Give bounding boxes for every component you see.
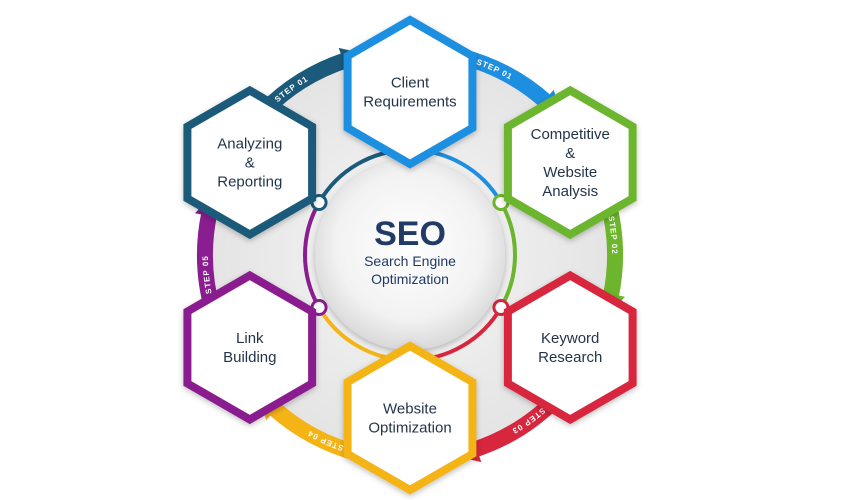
- center-subtitle-line1: Search Engine: [364, 253, 456, 269]
- hexagon-client-requirements: [343, 15, 477, 169]
- node-label-analyzing-reporting: Reporting: [217, 174, 282, 191]
- node-label-competitive-analysis: Competitive: [531, 126, 610, 143]
- process-nodes: ClientRequirementsCompetitive&WebsiteAna…: [183, 15, 637, 495]
- node-label-analyzing-reporting: Analyzing: [217, 136, 282, 153]
- center-title: SEO: [374, 215, 446, 253]
- node-label-link-building: Building: [223, 349, 276, 366]
- node-label-keyword-research: Research: [538, 349, 602, 366]
- hexagon-link-building: [183, 270, 317, 425]
- node-label-competitive-analysis: Website: [543, 164, 597, 181]
- hexagon-competitive-analysis: [503, 85, 637, 240]
- step-label: STEP 02: [606, 215, 619, 255]
- ring-arc-competitive-analysis: [499, 201, 517, 309]
- hexagon-website-optimization: [343, 341, 477, 495]
- node-label-website-optimization: Optimization: [368, 420, 451, 437]
- node-label-competitive-analysis: Analysis: [542, 183, 598, 200]
- hexagon-keyword-research: [503, 270, 637, 425]
- node-label-link-building: Link: [236, 330, 264, 347]
- node-label-competitive-analysis: &: [565, 145, 575, 162]
- ring-arc-link-building: [303, 201, 321, 309]
- node-label-analyzing-reporting: &: [245, 155, 255, 172]
- center-subtitle-line2: Optimization: [371, 271, 449, 287]
- node-label-website-optimization: Website: [383, 401, 437, 418]
- hexagon-analyzing-reporting: [183, 85, 317, 240]
- step-label: STEP 05: [201, 255, 214, 295]
- node-label-client-requirements: Client: [391, 75, 430, 92]
- node-label-client-requirements: Requirements: [363, 94, 456, 111]
- node-analyzing-reporting: Analyzing & Reporting: [183, 85, 317, 240]
- node-label-keyword-research: Keyword: [541, 330, 599, 347]
- center-circle: [315, 160, 505, 350]
